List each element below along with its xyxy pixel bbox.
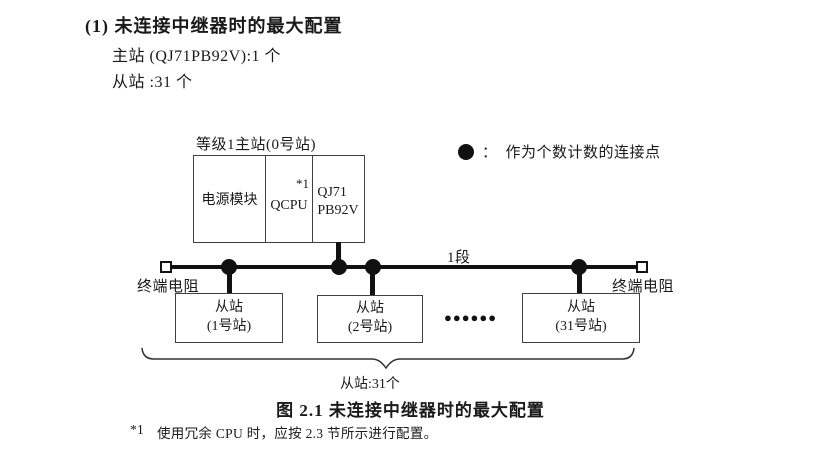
footnote-marker: *1 — [130, 422, 145, 437]
slave-count-brace — [141, 347, 635, 370]
power-module-cell: 电源模块 — [194, 156, 266, 242]
section-heading: (1) 未连接中继器时的最大配置 — [85, 16, 343, 36]
connection-point-icon — [458, 143, 474, 160]
legend: ： 作为个数计数的连接点 — [458, 141, 661, 162]
slave-station-2-box: 从站 (2号站) — [317, 295, 423, 343]
slave31-drop-line — [577, 267, 582, 294]
master-drop-line — [336, 242, 341, 267]
slave2-drop-line — [370, 267, 375, 296]
power-module-label: 电源模块 — [201, 193, 258, 208]
slave-station-31-box: 从站 (31号站) — [522, 293, 640, 343]
slave-summary-label: 从站:31个 — [340, 377, 400, 392]
slave-station-1-box: 从站 (1号站) — [175, 293, 283, 343]
segment-label: 1段 — [447, 250, 471, 266]
right-terminator-icon — [636, 261, 648, 273]
cpu-footnote-marker: *1 — [296, 176, 309, 191]
right-terminator-label: 终端电阻 — [612, 279, 675, 295]
slave-count-line: 从站 :31 个 — [112, 74, 193, 91]
bus-line — [172, 265, 638, 269]
ellipsis-dots: ●●●●●● — [444, 310, 498, 325]
master-count-line: 主站 (QJ71PB92V):1 个 — [112, 48, 282, 65]
cpu-cell: *1 QCPU — [266, 156, 313, 242]
left-terminator-label: 终端电阻 — [137, 279, 200, 295]
footnote-text: 使用冗余 CPU 时，应按 2.3 节所示进行配置。 — [157, 426, 438, 441]
master-station-label: 等级1主站(0号站) — [196, 137, 316, 153]
figure-caption: 图 2.1 未连接中继器时的最大配置 — [276, 401, 545, 420]
legend-colon: ： — [482, 145, 498, 161]
connection-point-dot — [331, 259, 347, 275]
legend-text: 作为个数计数的连接点 — [505, 145, 661, 161]
cpu-label: QCPU — [270, 198, 308, 213]
left-terminator-icon — [160, 261, 172, 273]
slave1-drop-line — [227, 267, 232, 294]
